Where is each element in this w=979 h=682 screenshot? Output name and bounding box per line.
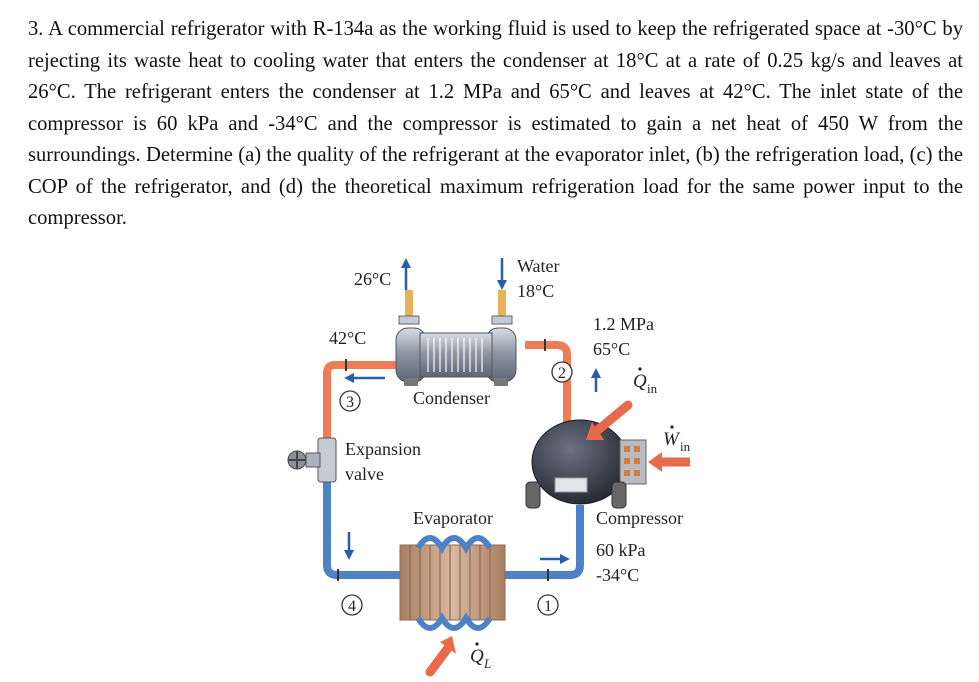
condenser <box>395 290 517 386</box>
condenser-label: Condenser <box>413 388 490 408</box>
evaporator-label: Evaporator <box>413 508 493 528</box>
state-circle-2: 2 <box>551 361 573 383</box>
state-circle-3: 3 <box>339 390 361 412</box>
state1-pressure: 60 kPa <box>596 540 646 560</box>
svg-text:3: 3 <box>346 394 354 411</box>
state-circle-1: 1 <box>537 594 559 616</box>
state-circle-4: 4 <box>341 594 363 616</box>
state2-temp: 65°C <box>593 339 630 359</box>
svg-text:W: W <box>663 429 681 450</box>
svg-text:L: L <box>483 656 491 671</box>
compressor <box>525 419 647 509</box>
svg-text:in: in <box>647 381 658 396</box>
state2-pressure: 1.2 MPa <box>593 314 654 334</box>
heat-load-arrow <box>425 636 456 677</box>
work-in-arrow <box>648 452 690 472</box>
heat-in-arrow <box>586 400 633 440</box>
svg-text:4: 4 <box>348 598 356 615</box>
expansion-valve-label-2: valve <box>345 464 384 484</box>
pipe-compressor-to-condenser <box>525 341 571 445</box>
pipe-valve-to-evaporator <box>323 480 402 579</box>
work-in-label: W in <box>663 425 691 454</box>
svg-text:2: 2 <box>558 365 566 382</box>
heat-load-label: Q L <box>470 642 491 671</box>
water-out-arrow <box>401 258 411 290</box>
svg-text:1: 1 <box>544 598 552 615</box>
expansion-valve-label: Expansion <box>345 439 421 459</box>
condenser-out-temp: 42°C <box>329 328 366 348</box>
water-out-temp: 26°C <box>354 269 391 289</box>
svg-text:in: in <box>680 439 691 454</box>
evaporator <box>399 535 506 631</box>
flow-arrow-left <box>344 373 385 383</box>
heat-in-label: Q in <box>633 367 658 396</box>
pipe-condenser-to-valve <box>323 361 398 440</box>
expansion-valve <box>287 437 337 483</box>
water-in-temp: 18°C <box>517 281 554 301</box>
water-label: Water <box>517 256 560 276</box>
pipe-evaporator-to-compressor <box>505 505 584 579</box>
pipe-flanges <box>337 339 549 581</box>
problem-statement: 3. A commercial refrigerator with R-134a… <box>28 18 963 229</box>
svg-text:Q: Q <box>633 371 647 392</box>
svg-text:Q: Q <box>470 646 484 667</box>
flow-arrow-up <box>591 368 601 392</box>
flow-arrow-down <box>344 532 354 560</box>
water-in-arrow <box>497 258 507 290</box>
flow-arrow-right <box>540 554 570 564</box>
compressor-label: Compressor <box>596 508 683 528</box>
state1-temp: -34°C <box>596 565 639 585</box>
